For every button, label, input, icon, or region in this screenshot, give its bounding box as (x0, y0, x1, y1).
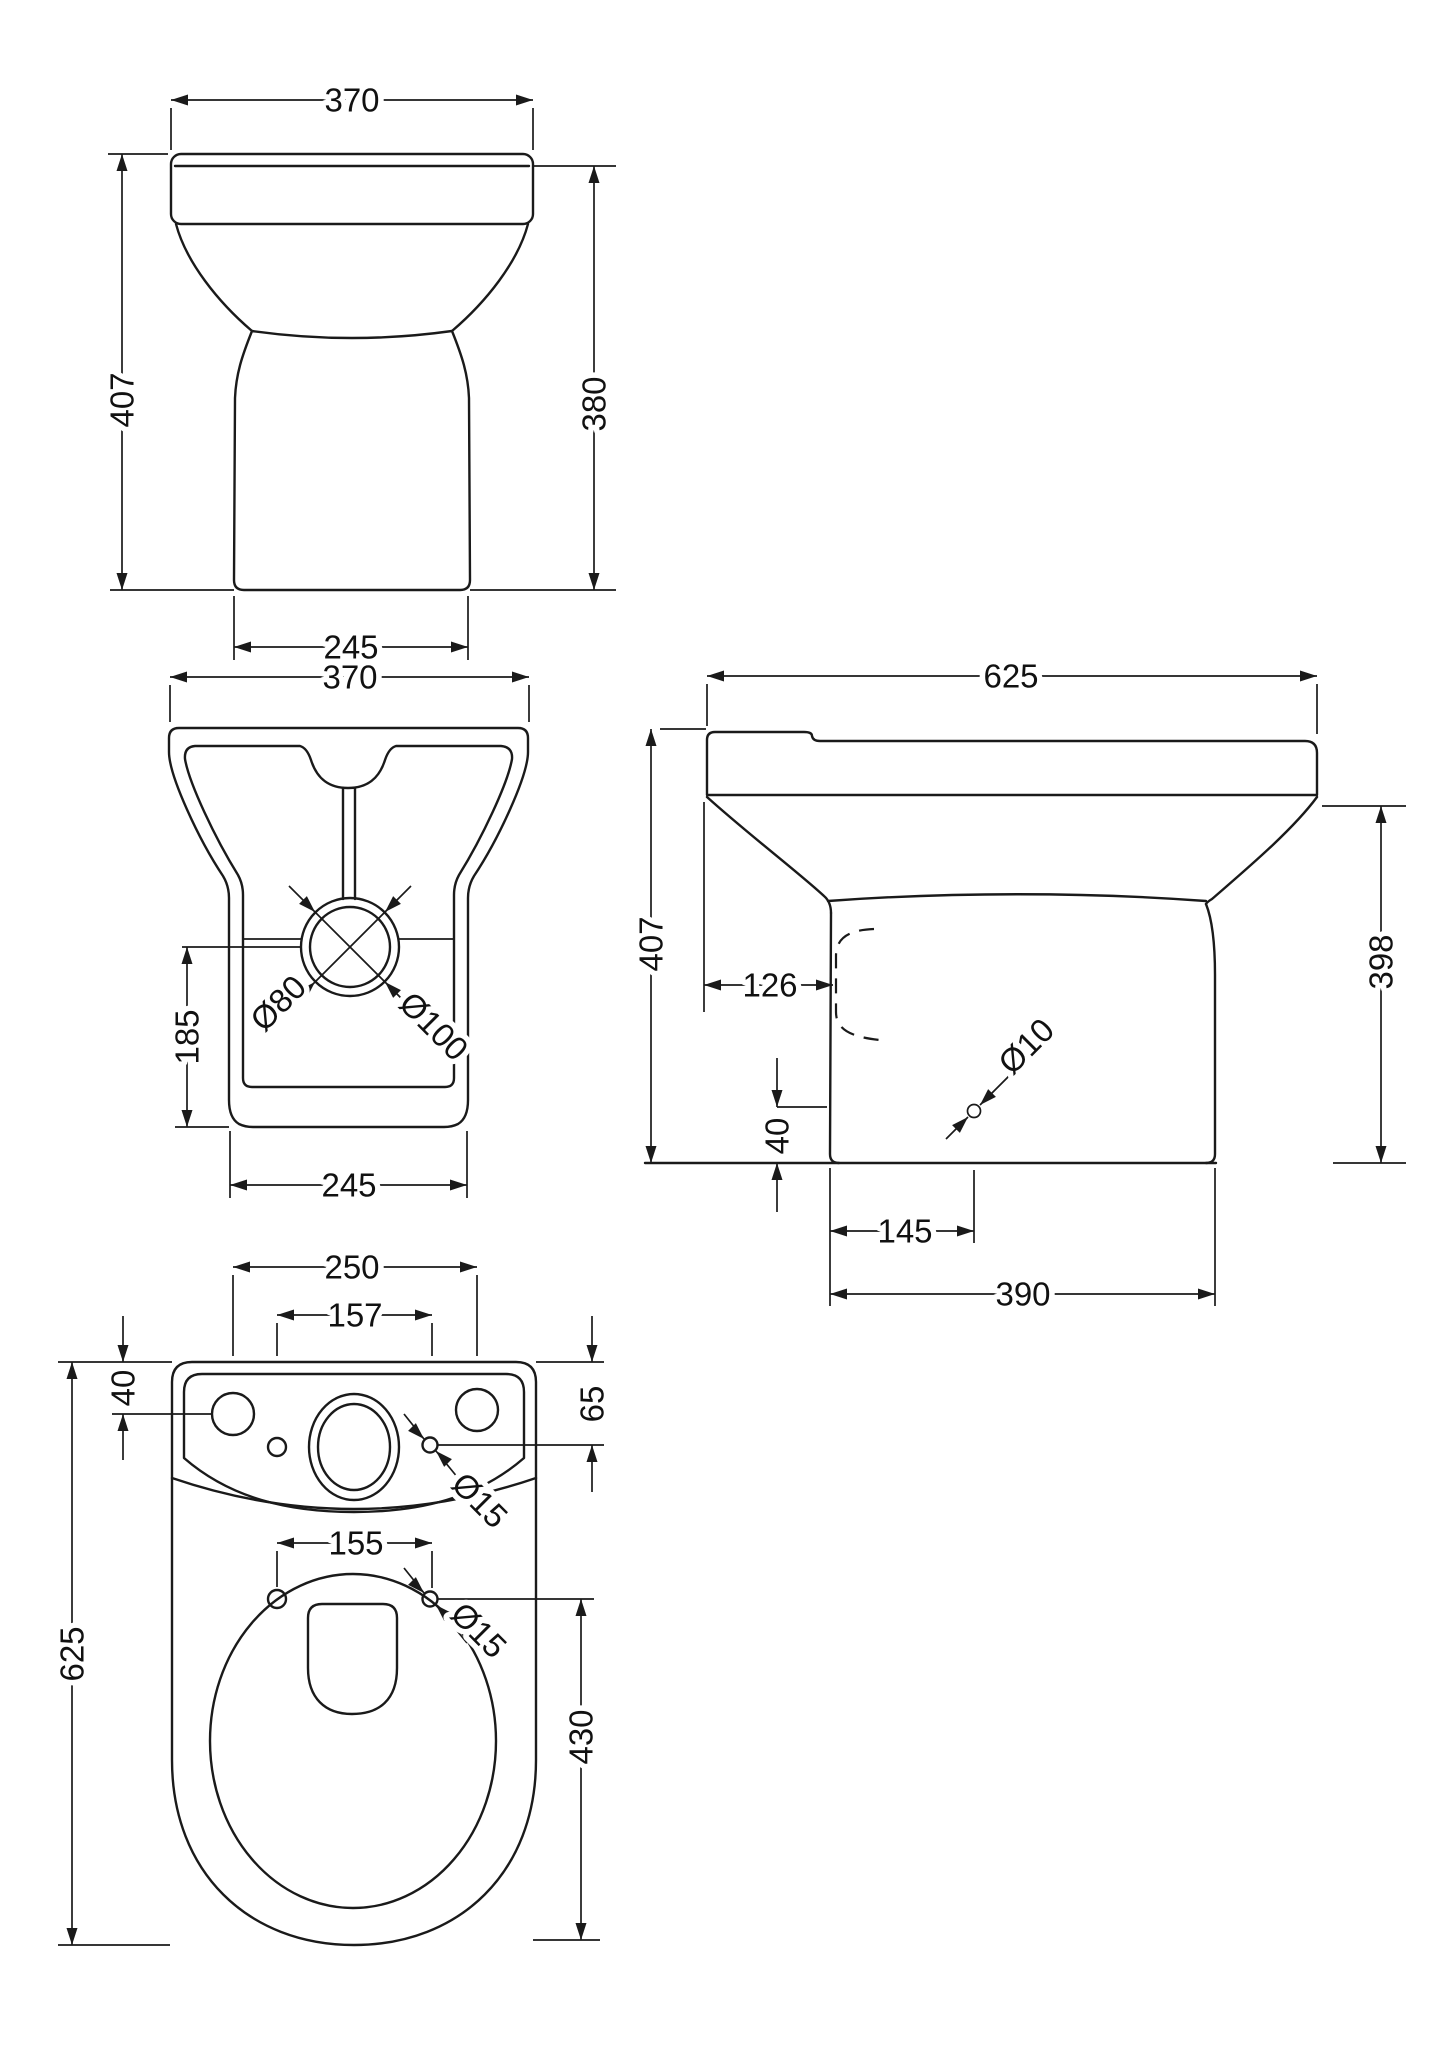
front-seat-outline (169, 152, 535, 226)
front-width-label: 370 (324, 82, 379, 119)
plan-hole-offset-label: 40 (105, 1370, 142, 1407)
side-hole-from-front-dim-line (830, 1170, 975, 1243)
side-base-depth-label: 390 (995, 1276, 1050, 1313)
front-height-right-dim-line (470, 165, 616, 591)
front-width-dim-line (170, 99, 534, 150)
side-base-depth-dim-line (829, 1168, 1216, 1306)
back-outlet-height-label: 185 (169, 1009, 206, 1064)
back-outlet-outer-circle (299, 896, 401, 998)
plan-small-hole-top (266, 1436, 288, 1458)
back-base-label: 245 (321, 1167, 376, 1204)
side-height-right-dim-line (1322, 805, 1406, 1164)
plan-seat-holes-span-dim-line (276, 1542, 433, 1588)
front-base-label: 245 (323, 629, 378, 666)
back-base-dim-line (229, 1131, 468, 1198)
side-front-edge (828, 911, 841, 1165)
plan-total-depth-label: 625 (54, 1626, 91, 1681)
side-height-right-label: 398 (1363, 934, 1400, 989)
back-inner-outline (183, 744, 514, 1089)
back-outlet-height-dim-line (175, 947, 229, 1128)
side-front-taper (705, 795, 833, 915)
side-trap-offset-dim-line (703, 802, 833, 1012)
back-outlet-outer-dia-label: Ø100 (392, 984, 475, 1067)
plan-seat-holes-span-label: 155 (328, 1525, 383, 1562)
side-height-left-label: 407 (633, 916, 670, 971)
plan-fixing-hole-seat (421, 1590, 439, 1608)
front-height-left-dim-line (108, 153, 234, 591)
side-height-left-dim-line (650, 728, 706, 1163)
back-outlet-inner-dia-label: Ø80 (243, 968, 313, 1038)
front-base-dim-line (233, 596, 469, 660)
plan-small-hole-seat (266, 1588, 288, 1610)
plan-inlet-span-dim-line (276, 1314, 433, 1356)
side-back-edge (1204, 902, 1217, 1165)
plan-total-depth-dim-line (58, 1361, 172, 1946)
back-outlet-inner-circle (308, 905, 392, 989)
side-trap-offset-label: 126 (742, 967, 797, 1004)
plan-inlet-span-label: 157 (327, 1297, 382, 1334)
plan-view: 250 157 40 65 Ø15 155 Ø15 625 430 (48, 1243, 616, 1947)
back-view: Ø80 Ø100 370 185 245 (163, 653, 530, 1209)
plan-fixing-hole-seat-dia-label: Ø15 (444, 1595, 514, 1665)
plan-hole-offset-right-label: 65 (574, 1386, 611, 1423)
plan-bowl-opening (208, 1572, 498, 1910)
side-view: 625 407 398 126 Ø10 40 145 390 (627, 652, 1406, 1318)
plan-left-tank-hole (210, 1391, 256, 1437)
side-back-taper (1204, 795, 1319, 906)
back-width-dim-line (169, 676, 530, 722)
plan-inlet-inner (316, 1402, 392, 1492)
front-bowl-underside (250, 329, 454, 340)
plan-hole-offset-right-dim-line (438, 1316, 604, 1492)
plan-tank-holes-span-dim-line (232, 1266, 478, 1356)
side-seat-block-outline (705, 730, 1319, 797)
front-height-left-label: 407 (104, 372, 141, 427)
plan-tank-holes-span-label: 250 (324, 1249, 379, 1286)
back-flush-pipe (341, 786, 357, 901)
side-fixing-hole (966, 1103, 982, 1119)
side-trap-hidden-line (834, 927, 881, 1042)
plan-body-outline (170, 1360, 538, 1947)
back-outer-outline (167, 726, 530, 1129)
plan-sump-outline (306, 1602, 399, 1716)
back-outlet-tangent-lines (182, 938, 453, 948)
front-height-right-label: 380 (576, 376, 613, 431)
front-left-taper (174, 222, 254, 333)
side-bowl-underside (826, 893, 1208, 903)
side-fixing-hole-dia-label: Ø10 (991, 1011, 1061, 1081)
back-width-label: 370 (322, 659, 377, 696)
plan-inlet-outer (307, 1392, 401, 1502)
front-view: 370 407 380 245 (98, 76, 618, 671)
front-pedestal-outline (232, 329, 472, 592)
side-depth-dim-line (706, 675, 1318, 734)
side-hole-from-front-label: 145 (877, 1213, 932, 1250)
plan-bowl-length-label: 430 (563, 1709, 600, 1764)
plan-fixing-hole-top (421, 1436, 439, 1454)
side-depth-label: 625 (983, 658, 1038, 695)
plan-platform-front-curve (170, 1476, 538, 1511)
plan-right-tank-hole (454, 1387, 500, 1433)
side-hole-height-label: 40 (759, 1118, 796, 1155)
front-right-taper (450, 222, 530, 333)
plan-bowl-length-dim-line (533, 1599, 600, 1941)
